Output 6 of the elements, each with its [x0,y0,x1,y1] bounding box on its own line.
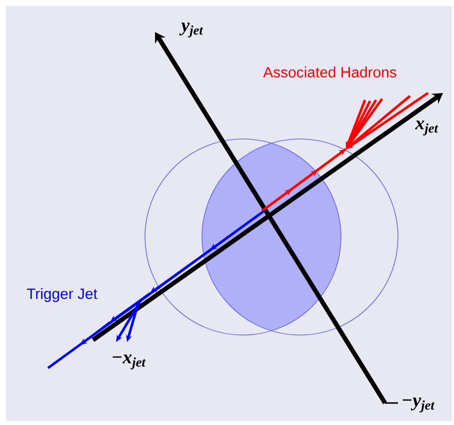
axis-label: −y$_{jet}$ [402,398,435,412]
annotation: Trigger Jet [26,288,98,302]
axis-label: y$_{jet}$ [179,22,204,38]
annotation: Associated Hadrons [263,66,396,78]
axis-label: x$_{jet}$ [414,120,438,136]
axis-label: −x$_{jet}$ [112,354,146,370]
